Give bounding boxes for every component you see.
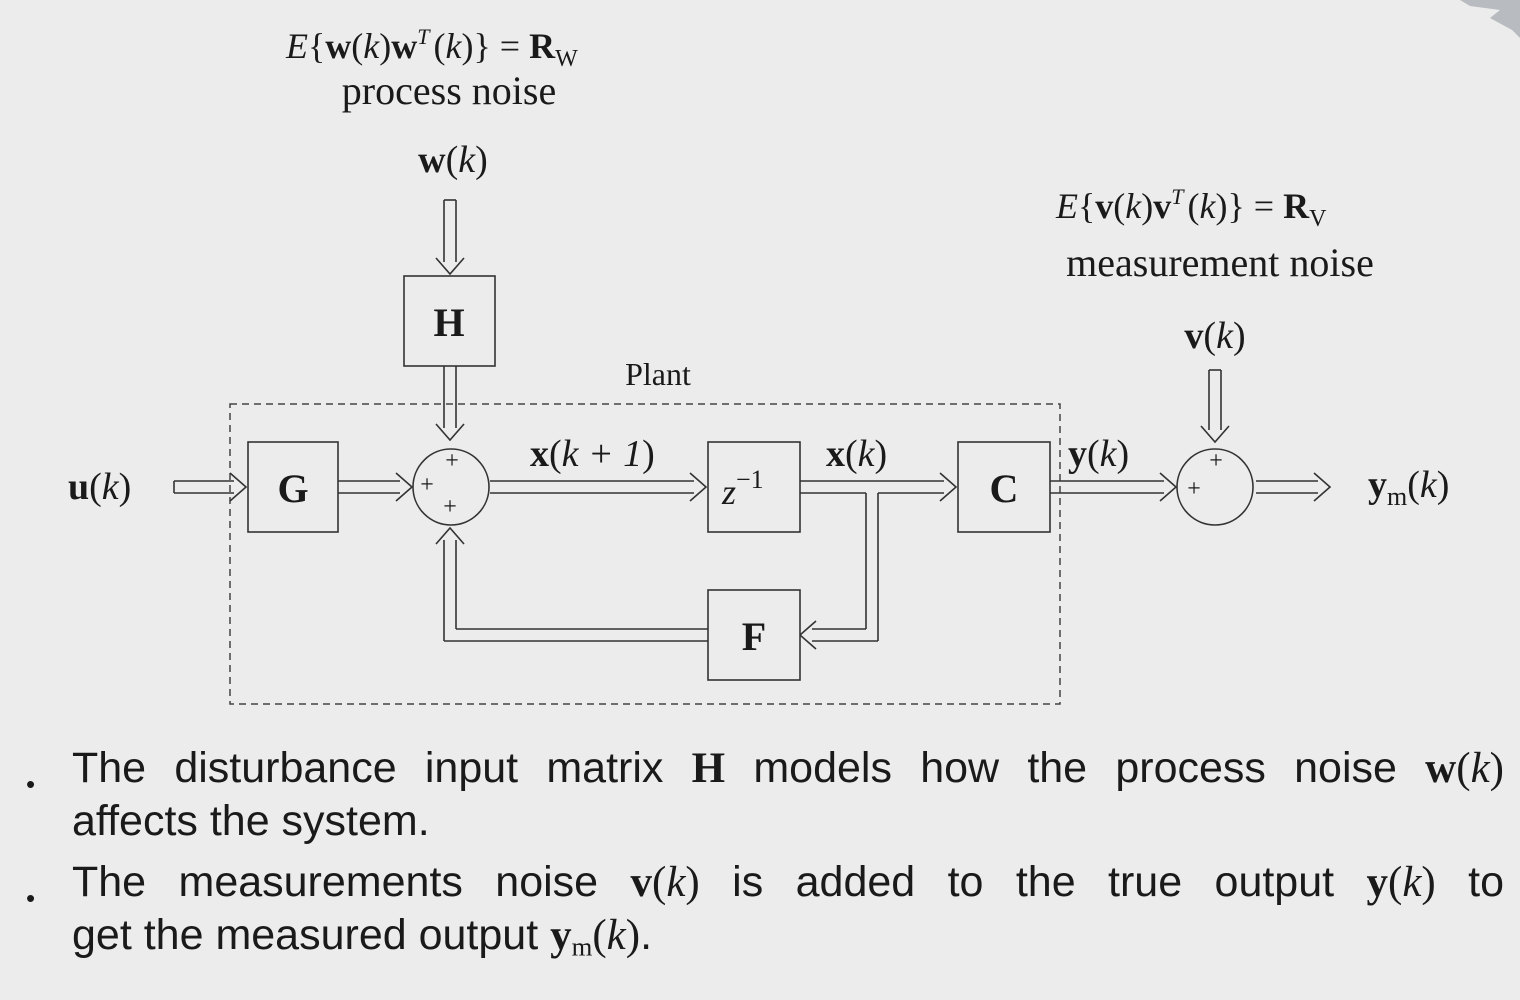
- delay-block-label: z−1: [721, 465, 764, 512]
- plant-label: Plant: [625, 356, 691, 392]
- f-to-sum-arrow: [435, 526, 708, 642]
- corner-decoration: [1460, 0, 1520, 38]
- process-noise-covariance: E{w(k)wT(k)} = RW: [285, 24, 578, 72]
- state-signal-label: x(k): [826, 433, 887, 475]
- sum2-plus-top: +: [1209, 448, 1223, 474]
- c-block-label: C: [990, 466, 1019, 511]
- sum1-plus-left: +: [420, 472, 434, 498]
- sum1-plus-top: +: [445, 448, 459, 474]
- c-to-sum-arrow: [1050, 472, 1178, 502]
- next-state-signal-label: x(k + 1): [530, 433, 655, 475]
- measurement-noise-covariance: E{v(k)vT(k)} = RV: [1055, 184, 1327, 232]
- sum1-plus-bottom: +: [443, 494, 457, 520]
- g-to-sum-arrow: [338, 472, 414, 502]
- h-block-label: H: [433, 300, 464, 345]
- measurement-noise-label: measurement noise: [1066, 240, 1374, 285]
- v-to-sum-arrow: [1200, 369, 1230, 444]
- u-to-g-arrow: [173, 472, 248, 502]
- h-to-sum-arrow: [435, 366, 465, 442]
- input-signal-label: u(k): [68, 466, 131, 508]
- delay-to-c-arrow: [800, 472, 958, 502]
- measurement-noise-signal: v(k): [1184, 315, 1245, 357]
- block-diagram: E{w(k)wT(k)} = RW process noise w(k) E{v…: [68, 24, 1449, 705]
- w-to-h-arrow: [435, 199, 465, 276]
- bullet-dot: •: [26, 883, 36, 913]
- g-block: [247, 441, 339, 533]
- process-noise-label: process noise: [342, 68, 556, 113]
- c-block: [957, 441, 1051, 533]
- sum-to-ym-arrow: [1256, 472, 1332, 502]
- process-noise-signal: w(k): [418, 139, 488, 181]
- h-block: [403, 275, 496, 367]
- g-block-label: G: [277, 466, 308, 511]
- state-to-f-arrow: [798, 493, 879, 650]
- sum-to-delay-arrow: [490, 472, 708, 502]
- output-signal-label: y(k): [1068, 433, 1129, 475]
- output-sum-junction: [1176, 448, 1254, 526]
- delay-block: [707, 441, 801, 533]
- f-block-label: F: [742, 614, 766, 659]
- bullet-dot: •: [26, 769, 36, 799]
- f-block: [707, 589, 801, 681]
- measured-output-signal-label: ym(k): [1368, 464, 1449, 511]
- state-sum-junction: [412, 448, 490, 526]
- sum2-plus-left: +: [1187, 476, 1201, 502]
- plant-boundary: [229, 403, 1061, 705]
